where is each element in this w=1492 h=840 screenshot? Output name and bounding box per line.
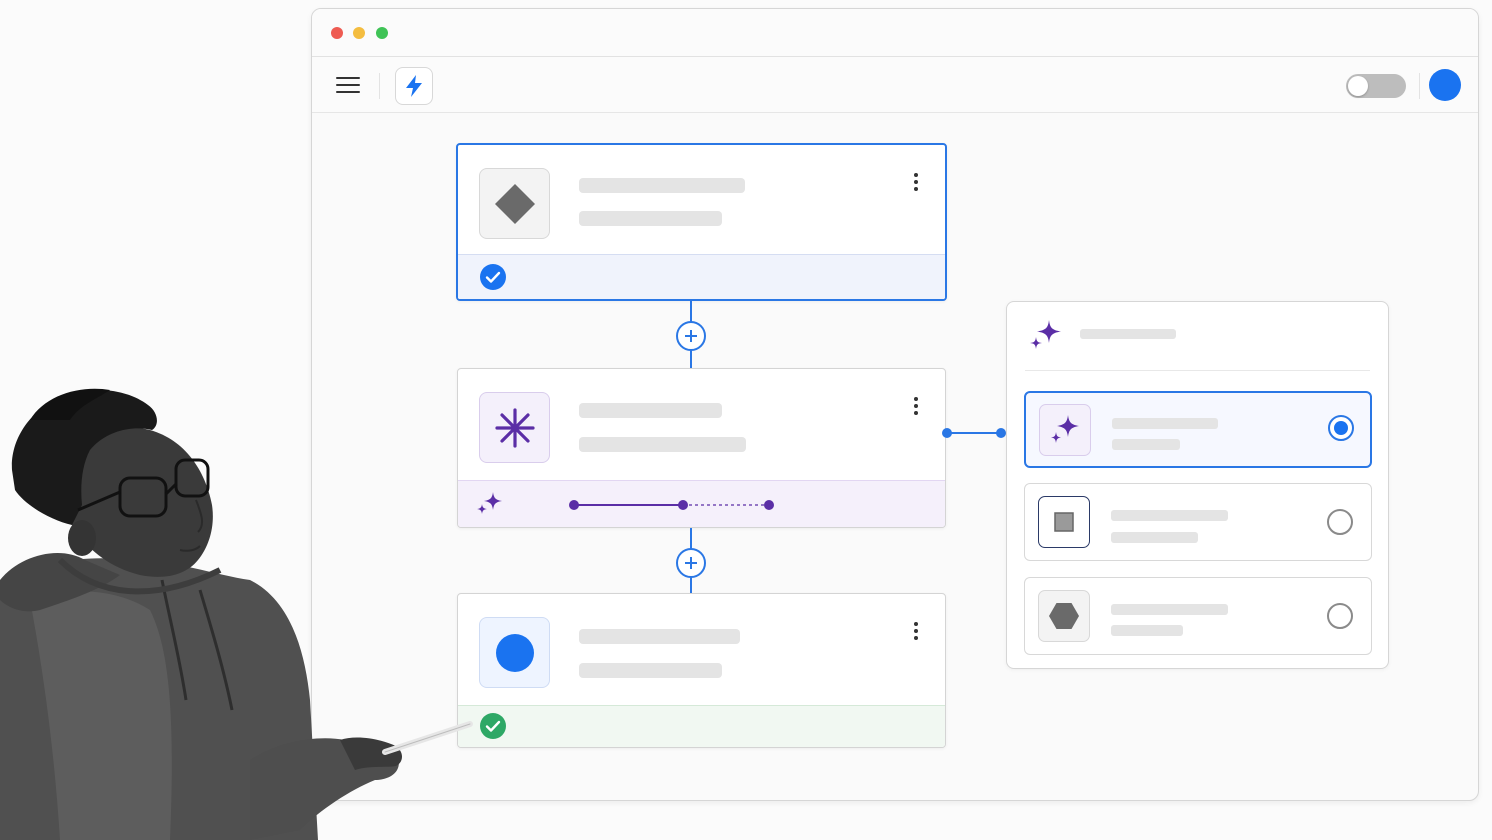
flow-step-3[interactable] [457,593,946,748]
step-title-placeholder [579,403,722,418]
maximize-window-button[interactable] [376,27,388,39]
option-title-placeholder [1112,418,1218,429]
option-radio[interactable] [1327,603,1353,629]
ai-progress-track [569,500,774,510]
step-title-placeholder [579,629,740,644]
option-title-placeholder [1111,510,1228,521]
step-icon-tile [479,168,550,239]
square-icon [1054,512,1074,532]
circle-icon [495,633,534,672]
option-title-placeholder [1111,604,1228,615]
option-radio[interactable] [1328,415,1354,441]
option-icon-tile [1039,404,1091,456]
toolbar-divider-right [1419,73,1420,99]
app-toolbar [312,57,1478,113]
add-step-button[interactable] [676,321,706,351]
toggle-knob [1348,76,1368,96]
asterisk-icon [494,407,535,448]
flow-step-2[interactable] [457,368,946,528]
add-step-button[interactable] [676,548,706,578]
lightning-bolt-icon [406,75,422,97]
diamond-icon [494,183,535,224]
sparkle-icon [477,492,502,514]
sparkle-icon [1051,415,1079,443]
ai-option-2[interactable] [1024,483,1372,561]
step-status-bar [458,705,945,747]
panel-title-placeholder [1080,329,1176,339]
panel-connector [942,428,1006,438]
more-options-icon[interactable] [908,171,924,197]
ai-option-1[interactable] [1024,391,1372,468]
blue-check-icon [480,264,506,290]
ai-option-3[interactable] [1024,577,1372,655]
option-radio[interactable] [1327,509,1353,535]
sparkle-icon [1030,320,1061,349]
step-ai-status-bar [458,480,945,527]
more-options-icon[interactable] [908,395,924,421]
plus-icon [685,330,697,342]
option-subtitle-placeholder [1111,532,1198,543]
option-icon-tile [1038,590,1090,642]
panel-divider [1025,370,1370,371]
step-subtitle-placeholder [579,663,722,678]
window-titlebar [312,9,1478,57]
app-logo-button[interactable] [395,67,433,105]
hamburger-menu-icon[interactable] [336,77,360,95]
green-check-icon [480,713,506,739]
option-subtitle-placeholder [1111,625,1183,636]
presenter-illustration [0,388,473,840]
step-subtitle-placeholder [579,211,722,226]
step-subtitle-placeholder [579,437,746,452]
mode-toggle[interactable] [1346,74,1406,98]
option-icon-tile [1038,496,1090,548]
hexagon-icon [1049,603,1079,629]
user-avatar[interactable] [1429,69,1461,101]
option-subtitle-placeholder [1112,439,1180,450]
step-status-bar [458,254,945,299]
step-icon-tile [479,392,550,463]
close-window-button[interactable] [331,27,343,39]
plus-icon [685,557,697,569]
step-title-placeholder [579,178,745,193]
step-icon-tile [479,617,550,688]
more-options-icon[interactable] [908,620,924,646]
minimize-window-button[interactable] [353,27,365,39]
toolbar-divider [379,73,380,99]
flow-step-1[interactable] [456,143,947,301]
ai-suggestions-panel [1006,301,1389,669]
